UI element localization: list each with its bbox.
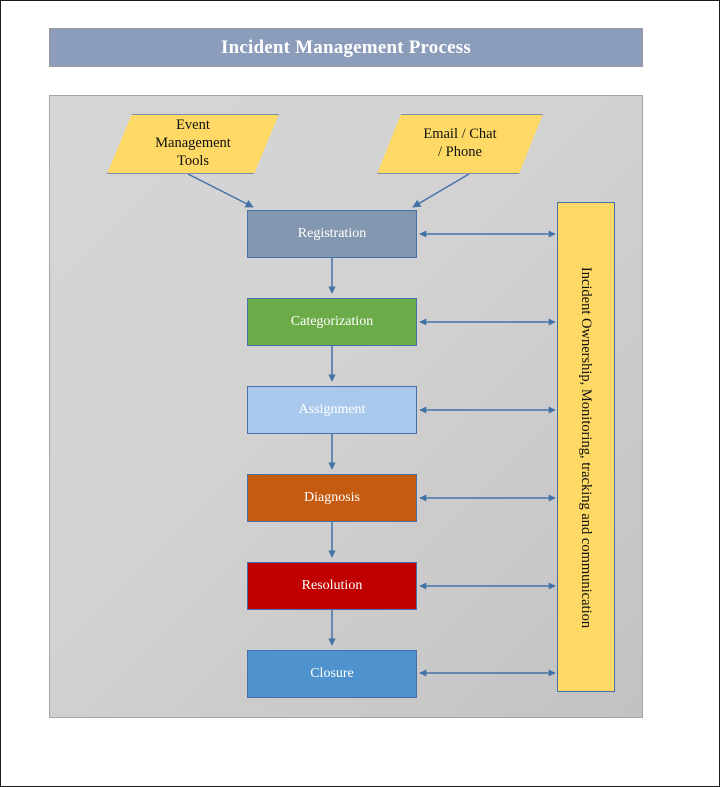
step-resolution-label: Resolution: [301, 577, 363, 593]
page-title-banner: Incident Management Process: [49, 28, 643, 67]
step-resolution[interactable]: Resolution: [247, 562, 417, 610]
step-registration-label: Registration: [297, 225, 367, 241]
input-email-chat-phone[interactable]: Email / Chat/ Phone: [377, 114, 543, 174]
step-closure-label: Closure: [310, 665, 354, 681]
step-closure[interactable]: Closure: [247, 650, 417, 698]
page-title: Incident Management Process: [221, 36, 471, 58]
step-diagnosis[interactable]: Diagnosis: [247, 474, 417, 522]
input-email-chat-phone-label: Email / Chat/ Phone: [423, 126, 497, 160]
incident-ownership-note[interactable]: Incident Ownership, Monitoring, tracking…: [557, 202, 615, 692]
incident-ownership-note-label: Incident Ownership, Monitoring, tracking…: [578, 266, 595, 628]
step-assignment-label: Assignment: [298, 401, 366, 417]
step-registration[interactable]: Registration: [247, 210, 417, 258]
step-assignment[interactable]: Assignment: [247, 386, 417, 434]
step-categorization[interactable]: Categorization: [247, 298, 417, 346]
step-categorization-label: Categorization: [290, 313, 374, 329]
step-diagnosis-label: Diagnosis: [304, 489, 360, 505]
